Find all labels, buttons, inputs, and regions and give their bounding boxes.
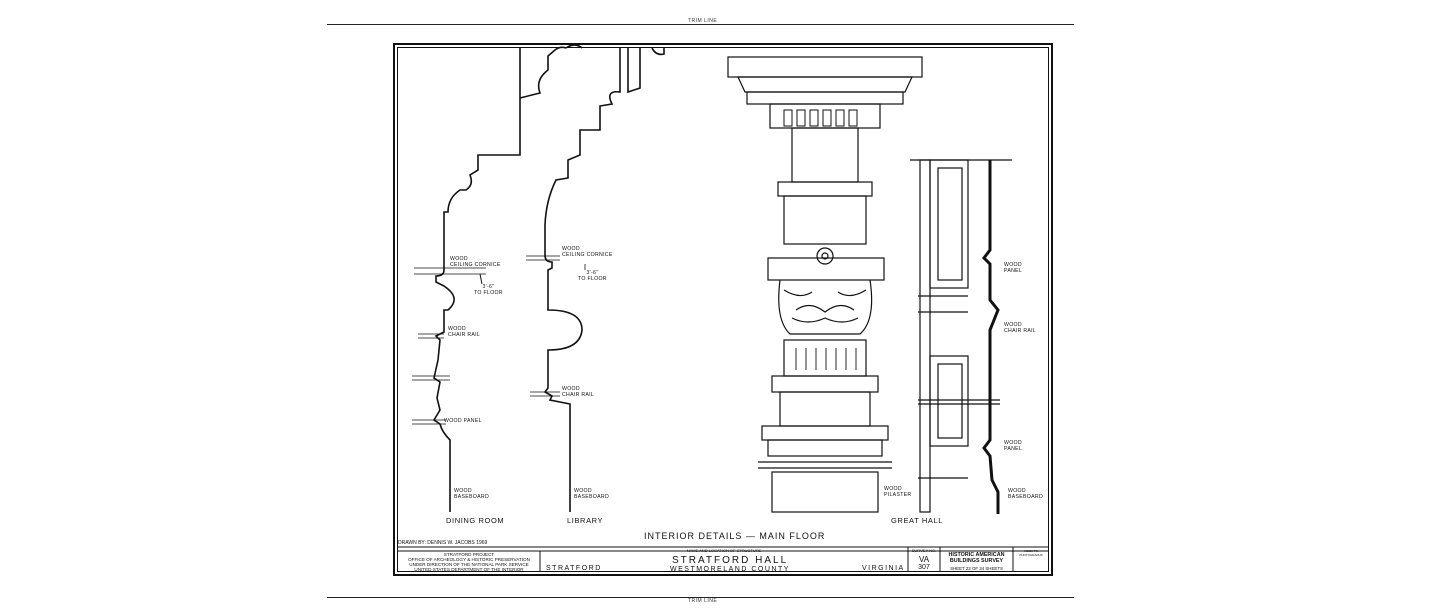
trim-line-bottom: TRIM LINE: [688, 598, 718, 604]
structure-name: STRATFORD HALL: [672, 555, 789, 566]
library-caption: LIBRARY: [567, 516, 604, 525]
dining-cornice-label: WOOD CEILING CORNICE: [450, 256, 501, 268]
survey-state: VA: [918, 555, 930, 564]
drawing-border-inner: [397, 47, 1049, 572]
town: STRATFORD: [546, 565, 602, 572]
county: WESTMORELAND COUNTY: [670, 566, 790, 573]
structure-caption: NAME AND LOCATION OF STRUCTURE: [686, 548, 762, 553]
survey-number: 307: [918, 564, 930, 571]
drawn-by: DRAWN BY: DENNIS W. JACOBS 1969: [398, 540, 488, 546]
pilaster-label: WOOD PILASTER: [884, 486, 912, 498]
dining-room-profile: [432, 46, 567, 512]
hall-chair-rail-label: WOOD CHAIR RAIL: [1004, 322, 1037, 334]
library-cornice-label: WOOD CEILING CORNICE: [562, 246, 613, 258]
survey-caption: SURVEY NO.: [911, 548, 937, 553]
agency: HISTORIC AMERICAN BUILDINGS SURVEY: [948, 552, 1005, 564]
dining-height-label: 3'-6" TO FLOOR: [474, 284, 503, 296]
project-office: STRATFORD PROJECT OFFICE OF ARCHEOLOGY &…: [408, 552, 530, 572]
index-caption: INDEX TO PHOTOGRAPHS: [1019, 549, 1043, 557]
hall-baseboard-label: WOOD BASEBOARD: [1008, 488, 1043, 500]
dining-panel-label: WOOD PANEL: [444, 418, 482, 424]
great-hall-caption: GREAT HALL: [891, 516, 943, 525]
library-chair-rail-label: WOOD CHAIR RAIL: [562, 386, 595, 398]
pilaster-elevation: [727, 56, 923, 513]
dining-room-caption: DINING ROOM: [446, 516, 505, 525]
state: VIRGINIA: [862, 565, 905, 572]
trim-line-top: TRIM LINE: [688, 18, 718, 24]
great-hall-panel-elevation: [910, 159, 1012, 514]
library-baseboard-label: WOOD BASEBOARD: [574, 488, 609, 500]
hall-panel-top-label: WOOD PANEL: [1004, 262, 1023, 274]
hall-panel-bottom-label: WOOD PANEL: [1004, 440, 1023, 452]
dining-baseboard-label: WOOD BASEBOARD: [454, 488, 489, 500]
drawing-border-outer: [393, 43, 1053, 576]
sheet-info: SHEET 23 OF 34 SHEETS: [950, 566, 1003, 571]
title-block-lines: [397, 546, 1049, 572]
drawing-sheet: [327, 24, 1074, 598]
dining-chair-rail-label: WOOD CHAIR RAIL: [448, 326, 481, 338]
library-height-label: 3'-6" TO FLOOR: [578, 270, 607, 282]
sheet-title: INTERIOR DETAILS — MAIN FLOOR: [644, 531, 826, 541]
